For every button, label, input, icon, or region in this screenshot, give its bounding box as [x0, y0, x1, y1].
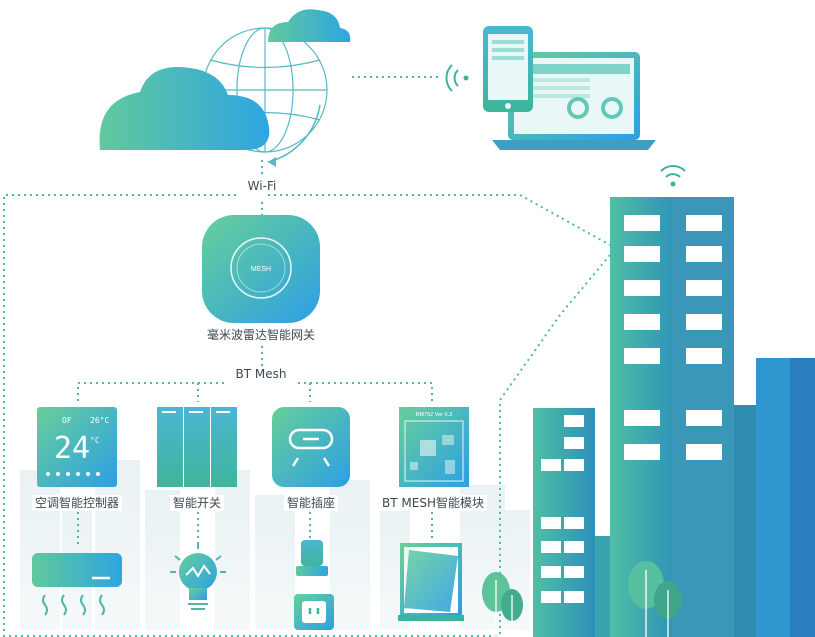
module-title: BM752 Ver 0.3 [416, 412, 452, 418]
laptop-phone-icon [483, 26, 656, 150]
mmwave-radar-gateway: MESH [202, 215, 320, 323]
smart-socket-label: 智能插座 [283, 495, 339, 511]
laptop-wifi-icon [445, 64, 469, 92]
gateway-logo: MESH [251, 266, 271, 273]
bt-mesh-label: BT Mesh [232, 366, 290, 382]
thermostat-set-temp: 26°C [90, 416, 109, 425]
thermostat-mode: OF [62, 416, 72, 425]
network-lines [3, 160, 611, 637]
light-bulb-icon [170, 543, 226, 610]
smart-socket-device [272, 407, 350, 487]
air-conditioner-icon [32, 553, 122, 616]
gateway-label: 毫米波雷达智能网关 [203, 327, 319, 343]
thermostat-temp: 24 [54, 431, 90, 466]
smart-window-icon [398, 543, 464, 621]
building-wifi-icon [660, 165, 686, 187]
water-dispenser-icon [294, 540, 334, 630]
smart-switch-device [157, 407, 237, 487]
bt-mesh-module-device: BM752 Ver 0.3 [399, 407, 469, 487]
thermostat-unit: °C [90, 436, 100, 445]
bt-mesh-module-label: BT MESH智能模块 [379, 495, 487, 511]
cloud-globe-icon [99, 9, 351, 167]
ac-controller-label: 空调智能控制器 [31, 495, 123, 511]
ac-thermostat-device: OF 26°C 24 °C [37, 407, 117, 487]
trees-illustration [482, 561, 682, 637]
wifi-label: Wi-Fi [244, 178, 280, 194]
buildings-illustration [533, 197, 815, 637]
background-skyline [20, 460, 530, 630]
smart-switch-label: 智能开关 [169, 495, 225, 511]
